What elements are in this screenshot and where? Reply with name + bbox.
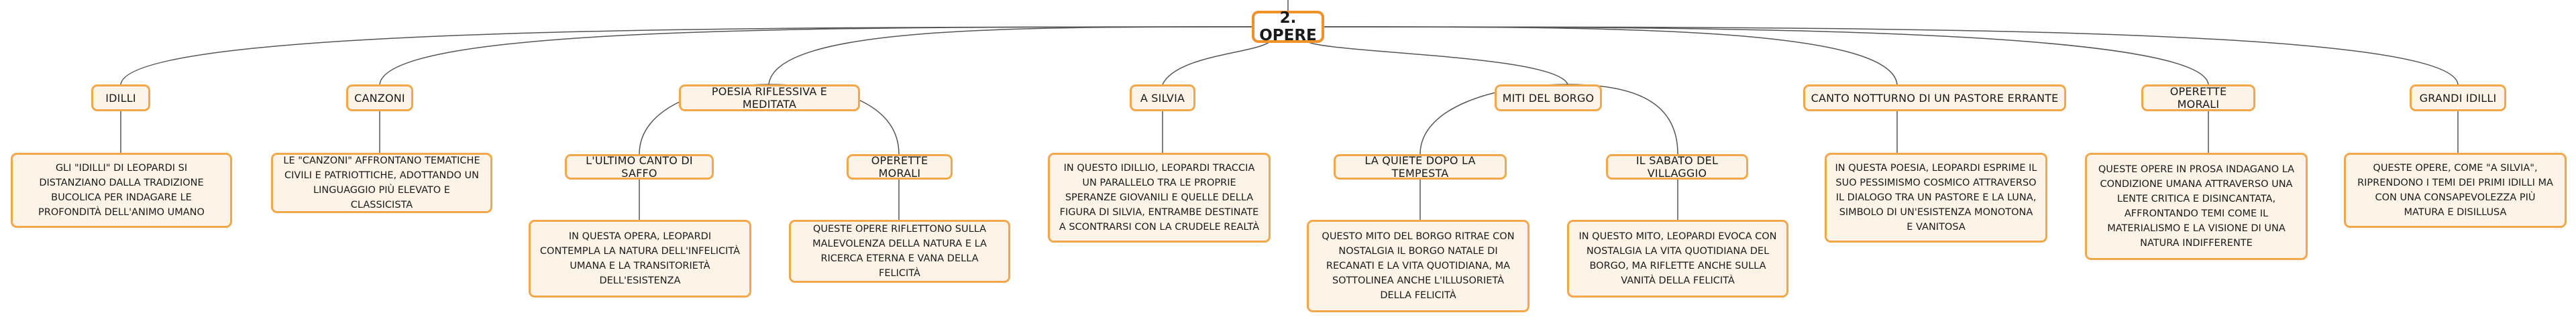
desc-idilli: GLI "IDILLI" DI LEOPARDI SI DISTANZIANO … <box>11 153 232 228</box>
desc-canzoni-text: LE "CANZONI" AFFRONTANO TEMATICHE CIVILI… <box>283 155 480 210</box>
node-miti-del-borgo[interactable]: MITI DEL BORGO <box>1495 84 1602 111</box>
node-idilli[interactable]: IDILLI <box>91 84 150 111</box>
node-quiete-dopo-tempesta[interactable]: LA QUIETE DOPO LA TEMPESTA <box>1334 154 1507 180</box>
desc-idilli-text: GLI "IDILLI" DI LEOPARDI SI DISTANZIANO … <box>38 163 205 218</box>
node-operette-morali[interactable]: OPERETTE MORALI <box>2141 84 2255 111</box>
node-operette-morali-sub-label: OPERETTE MORALI <box>871 154 928 180</box>
node-canto-notturno-label: CANTO NOTTURNO DI UN PASTORE ERRANTE <box>1811 91 2059 105</box>
desc-operette-morali-text: QUESTE OPERE IN PROSA INDAGANO LA CONDIZ… <box>2098 164 2295 249</box>
node-canto-notturno[interactable]: CANTO NOTTURNO DI UN PASTORE ERRANTE <box>1803 84 2066 111</box>
desc-quiete-dopo-tempesta: QUESTO MITO DEL BORGO RITRAE CON NOSTALG… <box>1307 220 1529 312</box>
desc-canto-notturno-text: IN QUESTA POESIA, LEOPARDI ESPRIME IL SU… <box>1835 163 2037 233</box>
desc-operette-morali: QUESTE OPERE IN PROSA INDAGANO LA CONDIZ… <box>2085 153 2308 260</box>
desc-a-silvia-text: IN QUESTO IDILLIO, LEOPARDI TRACCIA UN P… <box>1059 163 1260 233</box>
node-canzoni[interactable]: CANZONI <box>346 84 413 111</box>
desc-a-silvia: IN QUESTO IDILLIO, LEOPARDI TRACCIA UN P… <box>1048 153 1271 243</box>
node-operette-morali-sub[interactable]: OPERETTE MORALI <box>847 154 953 180</box>
node-quiete-dopo-tempesta-label: LA QUIETE DOPO LA TEMPESTA <box>1364 154 1476 180</box>
desc-ultimo-canto-saffo: IN QUESTA OPERA, LEOPARDI CONTEMPLA LA N… <box>529 220 751 298</box>
desc-quiete-dopo-tempesta-text: QUESTO MITO DEL BORGO RITRAE CON NOSTALG… <box>1322 231 1515 301</box>
desc-grandi-idilli: QUESTE OPERE, COME "A SILVIA", RIPRENDON… <box>2344 153 2567 228</box>
node-poesia-riflessiva[interactable]: POESIA RIFLESSIVA E MEDITATA <box>679 84 860 111</box>
node-ultimo-canto-saffo-label: L'ULTIMO CANTO DI SAFFO <box>586 154 693 180</box>
node-sabato-villaggio[interactable]: IL SABATO DEL VILLAGGIO <box>1606 154 1748 180</box>
root-label: 2. OPERE <box>1259 9 1317 44</box>
node-ultimo-canto-saffo[interactable]: L'ULTIMO CANTO DI SAFFO <box>565 154 714 180</box>
node-poesia-riflessiva-label: POESIA RIFLESSIVA E MEDITATA <box>711 85 828 111</box>
node-canzoni-label: CANZONI <box>354 91 405 105</box>
desc-sabato-villaggio: IN QUESTO MITO, LEOPARDI EVOCA CON NOSTA… <box>1567 220 1788 298</box>
node-miti-del-borgo-label: MITI DEL BORGO <box>1502 91 1595 105</box>
desc-ultimo-canto-saffo-text: IN QUESTA OPERA, LEOPARDI CONTEMPLA LA N… <box>539 231 741 286</box>
node-a-silvia[interactable]: A SILVIA <box>1130 84 1195 111</box>
desc-canto-notturno: IN QUESTA POESIA, LEOPARDI ESPRIME IL SU… <box>1825 153 2047 243</box>
node-operette-morali-label: OPERETTE MORALI <box>2169 85 2227 111</box>
root-node[interactable]: 2. OPERE <box>1252 9 1324 44</box>
node-grandi-idilli[interactable]: GRANDI IDILLI <box>2410 84 2506 111</box>
desc-operette-morali-sub: QUESTE OPERE RIFLETTONO SULLA MALEVOLENZ… <box>789 220 1010 283</box>
desc-operette-morali-sub-text: QUESTE OPERE RIFLETTONO SULLA MALEVOLENZ… <box>812 224 987 279</box>
node-sabato-villaggio-label: IL SABATO DEL VILLAGGIO <box>1635 154 1719 180</box>
node-grandi-idilli-label: GRANDI IDILLI <box>2419 91 2497 105</box>
node-a-silvia-label: A SILVIA <box>1140 91 1185 105</box>
desc-grandi-idilli-text: QUESTE OPERE, COME "A SILVIA", RIPRENDON… <box>2357 163 2553 218</box>
desc-canzoni: LE "CANZONI" AFFRONTANO TEMATICHE CIVILI… <box>271 153 492 213</box>
desc-sabato-villaggio-text: IN QUESTO MITO, LEOPARDI EVOCA CON NOSTA… <box>1578 231 1777 286</box>
node-idilli-label: IDILLI <box>105 91 136 105</box>
